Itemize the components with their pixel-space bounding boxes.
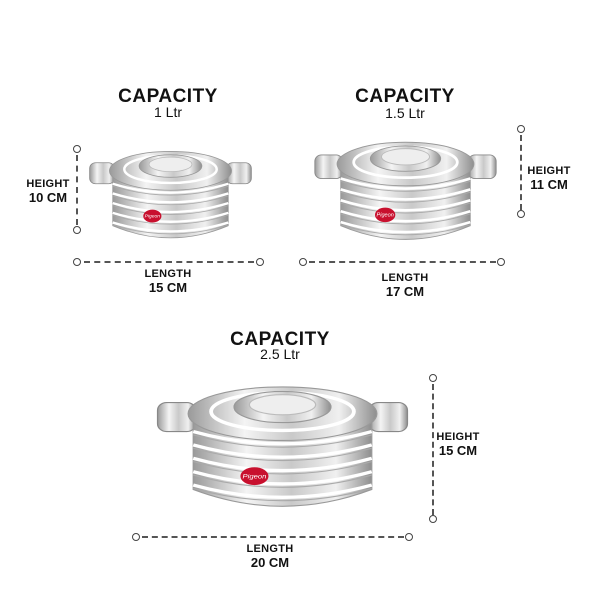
length-dimension-line [84,261,254,263]
casserole-image-medium: Pigeon [314,141,497,240]
dimension-dot [517,125,525,133]
height-dimension-line [432,384,434,515]
svg-text:Pigeon: Pigeon [243,473,267,480]
length-value: 17 CM [385,284,425,299]
length-label: LENGTH [246,543,294,555]
dimension-dot [299,258,307,266]
svg-text:Pigeon: Pigeon [377,213,394,219]
capacity-heading: CAPACITY [230,329,330,350]
pigeon-logo: Pigeon [143,209,162,223]
length-label: LENGTH [144,268,192,280]
dimension-dot [256,258,264,266]
height-dimension-line [76,155,78,225]
height-dimension-line [520,135,522,210]
height-value: 11 CM [530,177,568,192]
dimension-dot [429,515,437,523]
dimension-dot [517,210,525,218]
length-value: 20 CM [250,555,290,570]
pigeon-logo: Pigeon [240,467,269,486]
dimension-dot [405,533,413,541]
casserole-image-small: Pigeon [89,151,252,239]
height-value: 10 CM [28,190,68,205]
height-label: HEIGHT [527,165,571,177]
length-dimension-line [142,536,404,538]
dimension-dot [73,226,81,234]
capacity-value: 2.5 Ltr [260,346,300,362]
dimension-dot [73,145,81,153]
dimension-dot [497,258,505,266]
capacity-value: 1 Ltr [153,104,183,120]
length-label: LENGTH [381,272,429,284]
length-dimension-line [309,261,496,263]
capacity-heading: CAPACITY [118,86,218,107]
dimension-dot [73,258,81,266]
svg-text:Pigeon: Pigeon [145,214,161,220]
casserole-image-large: Pigeon [156,386,409,507]
pigeon-logo: Pigeon [374,207,396,223]
height-label: HEIGHT [26,178,70,190]
height-value: 15 CM [438,443,478,458]
capacity-value: 1.5 Ltr [385,105,425,121]
capacity-heading: CAPACITY [355,86,455,107]
length-value: 15 CM [148,280,188,295]
dimension-dot [132,533,140,541]
dimension-dot [429,374,437,382]
height-label: HEIGHT [436,431,480,443]
